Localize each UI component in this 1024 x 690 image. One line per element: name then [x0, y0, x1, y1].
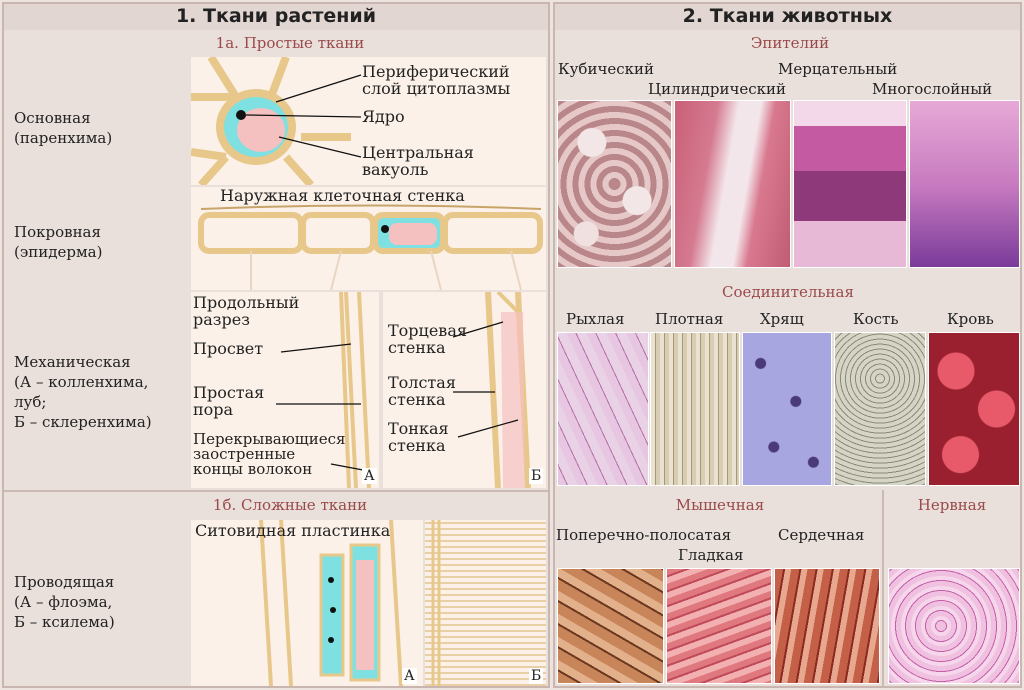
- image-columnar-epithelium: [674, 100, 791, 268]
- image-ciliated-epithelium: [793, 100, 907, 268]
- complex-tissues-header: 1б. Сложные ткани: [212, 496, 368, 514]
- mechanical-b-svg: [452, 290, 531, 489]
- nucleus: [236, 110, 246, 120]
- label-outer-cell-wall: Наружная клеточная стенка: [220, 186, 465, 205]
- label-simple-pore: Простая пора: [193, 383, 265, 419]
- letter-a-mechanical: А: [362, 468, 377, 484]
- row-label-conductive: Проводящая (А – флоэма, Б – ксилема): [14, 573, 115, 631]
- mechanical-a-diagram: [191, 291, 379, 489]
- connective-header: Соединительная: [722, 283, 854, 301]
- row-label-mechanical: Механическая (А – колленхима, луб; Б – с…: [14, 353, 152, 431]
- label-end-wall: Торцевая стенка: [388, 321, 467, 357]
- xylem-svg: [431, 520, 441, 686]
- xylem-diagram: [425, 520, 546, 686]
- caption-striated: Поперечно-полосатая: [556, 526, 732, 544]
- phloem-svg: [259, 519, 403, 687]
- image-stratified-epithelium: [909, 100, 1020, 268]
- central-vacuole: [237, 108, 285, 152]
- plant-title-bar: [4, 4, 548, 30]
- nerve-header: Нервная: [917, 496, 987, 514]
- label-nucleus: Ядро: [362, 107, 405, 126]
- phloem-diagram: [191, 519, 423, 687]
- mechanical-b-diagram: [383, 290, 546, 489]
- letter-a-conductive: А: [402, 668, 417, 684]
- caption-loose: Рыхлая: [566, 310, 625, 328]
- label-thin-wall: Тонкая стенка: [388, 419, 449, 455]
- caption-cardiac: Сердечная: [778, 526, 865, 544]
- letter-b-mechanical: Б: [529, 468, 544, 484]
- image-loose-connective: [557, 332, 649, 486]
- label-central-vacuole: Центральная вакуоль: [362, 143, 474, 179]
- image-bone: [834, 332, 926, 486]
- image-dense-connective: [650, 332, 740, 486]
- section-divider: [4, 490, 548, 492]
- row-label-epidermis: Покровная (эпидерма): [14, 223, 103, 261]
- caption-dense: Плотная: [655, 310, 724, 328]
- epidermis-svg: [198, 204, 543, 291]
- caption-blood: Кровь: [947, 310, 994, 328]
- muscle-header: Мышечная: [675, 496, 765, 514]
- mechanical-a-svg: [276, 291, 371, 489]
- label-lumen: Просвет: [193, 339, 264, 358]
- simple-tissues-header: 1а. Простые ткани: [215, 34, 365, 52]
- image-blood: [928, 332, 1020, 486]
- label-longitudinal-section: Продольный разрез: [193, 293, 300, 329]
- image-striated-muscle: [557, 568, 664, 684]
- epidermis-diagram: [191, 187, 546, 291]
- parenchyma-svg: [190, 54, 362, 188]
- label-sieve-plate: Ситовидная пластинка: [195, 521, 391, 540]
- caption-ciliated: Мерцательный: [778, 60, 898, 78]
- muscle-box: [555, 490, 884, 686]
- caption-columnar: Цилиндрический: [648, 80, 787, 98]
- animal-title-bar: [555, 4, 1020, 30]
- epithelium-header: Эпителий: [750, 34, 830, 52]
- caption-cuboidal: Кубический: [558, 60, 655, 78]
- image-cartilage: [742, 332, 832, 486]
- image-nerve-tissue: [888, 568, 1020, 684]
- parenchyma-diagram: [190, 54, 546, 188]
- animal-tissues-title: 2. Ткани животных: [682, 5, 893, 27]
- plant-tissues-title: 1. Ткани растений: [175, 5, 377, 27]
- label-peripheral-cytoplasm: Периферический слой цитоплазмы: [362, 62, 511, 98]
- image-smooth-muscle: [666, 568, 772, 684]
- image-cuboidal-epithelium: [557, 100, 672, 268]
- image-cardiac-muscle: [774, 568, 880, 684]
- row-label-parenchyma: Основная (паренхима): [14, 109, 113, 147]
- caption-smooth: Гладкая: [678, 546, 744, 564]
- letter-b-conductive: Б: [529, 668, 544, 684]
- caption-stratified: Многослойный: [872, 80, 993, 98]
- label-overlapping-fibers: Перекрывающиеся заостренные концы волоко…: [193, 430, 346, 478]
- caption-cartilage: Хрящ: [760, 310, 804, 328]
- caption-bone: Кость: [853, 310, 899, 328]
- label-thick-wall: Толстая стенка: [388, 373, 456, 409]
